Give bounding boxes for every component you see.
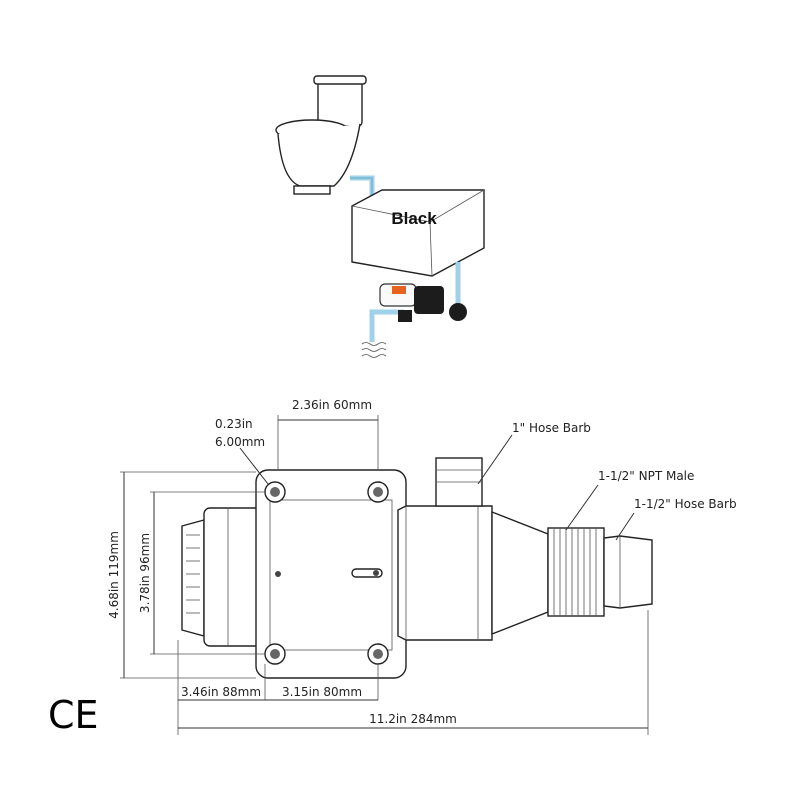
dimension-lines bbox=[120, 415, 649, 735]
dim-height-inner: 3.78in 96mm bbox=[138, 533, 152, 613]
toilet-illustration bbox=[275, 75, 367, 195]
dim-width-top: 2.36in 60mm bbox=[292, 398, 372, 412]
dim-hole-mm: 6.00mm bbox=[215, 435, 265, 449]
black-water-tank: Black bbox=[351, 189, 485, 277]
callout-npt-male: 1-1/2" NPT Male bbox=[598, 469, 694, 483]
dim-hole-in: 0.23in bbox=[215, 417, 253, 431]
dim-overall-length: 11.2in 284mm bbox=[369, 712, 457, 726]
water-discharge-icon bbox=[361, 342, 387, 358]
pump-illustration bbox=[379, 283, 467, 322]
pump-drawing bbox=[181, 457, 653, 679]
callout-hose-barb-1: 1" Hose Barb bbox=[512, 421, 591, 435]
dim-bottom-mid: 3.15in 80mm bbox=[282, 685, 362, 699]
ce-mark: CE bbox=[48, 693, 99, 737]
tank-label: Black bbox=[391, 209, 437, 228]
dim-height-outer: 4.68in 119mm bbox=[107, 531, 121, 619]
dim-bottom-left: 3.46in 88mm bbox=[181, 685, 261, 699]
callout-hose-barb-15: 1-1/2" Hose Barb bbox=[634, 497, 737, 511]
